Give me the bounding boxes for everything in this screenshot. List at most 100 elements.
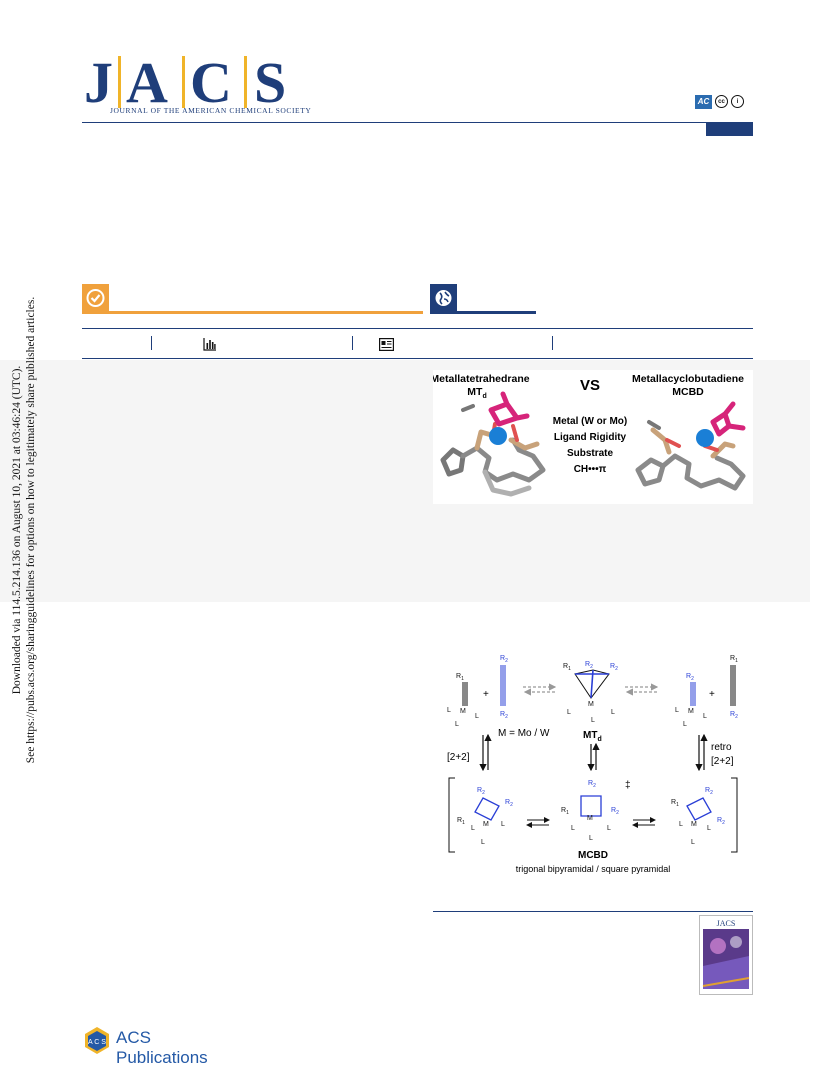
svg-text:R1: R1	[563, 663, 571, 672]
svg-text:L: L	[471, 825, 475, 832]
svg-text:R2: R2	[730, 711, 738, 720]
svg-text:L: L	[607, 825, 611, 832]
bracket-right	[731, 777, 738, 853]
svg-text:R2: R2	[705, 787, 713, 796]
open-access-box[interactable]	[430, 284, 457, 312]
logo-letter-s: S	[254, 50, 287, 115]
metallacyclobutadiene-structure	[635, 401, 746, 491]
header-tab	[706, 123, 753, 136]
svg-text:L: L	[475, 713, 479, 720]
journal-logo: J A C S	[82, 52, 302, 114]
mcbd-label: MCBD	[578, 850, 608, 861]
download-note-line2: See https://pubs.acs.org/sharingguidelin…	[25, 296, 37, 764]
metrics-separator	[352, 336, 353, 350]
svg-text:R1: R1	[671, 799, 679, 808]
metallatetrahedrane-structure	[440, 391, 546, 497]
svg-text:R2: R2	[610, 663, 618, 672]
logo-divider	[182, 56, 185, 108]
svg-text:R2: R2	[588, 780, 596, 789]
logo-letter-j: J	[84, 50, 113, 115]
open-access-rule	[430, 311, 536, 314]
acs-publications-logo[interactable]: A C S ACS Publications	[82, 1025, 242, 1067]
cite-this-box[interactable]	[82, 284, 109, 312]
mtd-label: MTd	[583, 730, 602, 743]
svg-text:R2: R2	[505, 799, 513, 808]
logo-divider	[118, 56, 121, 108]
retro-22-label: [2+2]	[711, 756, 734, 767]
globe-icon	[435, 290, 452, 306]
svg-text:R1: R1	[730, 655, 738, 664]
acs-publications-text: ACS Publications	[116, 1028, 208, 1067]
svg-text:R2: R2	[500, 711, 508, 720]
mcbd-center: R2 R1 R2 M LLL	[561, 780, 619, 842]
metrics-separator	[552, 336, 553, 350]
forward-22-label: [2+2]	[447, 752, 470, 763]
alkyne-right: R1 R2	[730, 655, 738, 720]
svg-text:R2: R2	[477, 787, 485, 796]
article-recommendations-icon[interactable]	[379, 338, 395, 356]
metrics-separator	[151, 336, 152, 350]
metal-atom-icon	[696, 429, 714, 447]
svg-text:L: L	[591, 717, 595, 724]
svg-text:R2: R2	[500, 655, 508, 664]
scheme-bottom-rule	[433, 911, 753, 912]
svg-text:M: M	[587, 815, 593, 822]
svg-text:M: M	[691, 821, 697, 828]
toc-vs: VS	[580, 377, 600, 394]
by-icon[interactable]: i	[731, 95, 744, 108]
bracket-left	[448, 777, 455, 853]
journal-name: JOURNAL OF THE AMERICAN CHEMICAL SOCIETY	[110, 106, 312, 115]
alkyne-left: R2 R2	[500, 655, 508, 720]
scheme-plus: +	[483, 689, 489, 700]
cite-this-rule	[82, 311, 423, 314]
toc-right-sub: MCBD	[672, 386, 704, 398]
toc-graphic: Metallatetrahedrane MTd VS Metallacyclob…	[430, 370, 753, 504]
alkylidyne-complex-left: R1 M LLL	[447, 673, 479, 728]
download-note-line1: Downloaded via 114.5.214.136 on August 1…	[11, 365, 23, 695]
mcbd-left: R2 R2 R1 M LLL	[457, 787, 513, 846]
cc-icon[interactable]: cc	[715, 95, 728, 108]
metrics-top-rule	[82, 328, 753, 329]
logo-letter-a: A	[126, 50, 168, 115]
svg-text:L: L	[455, 721, 459, 728]
metrics-bottom-rule	[82, 358, 753, 359]
geometry-label: trigonal bipyramidal / square pyramidal	[516, 864, 671, 874]
svg-text:R2: R2	[686, 673, 694, 682]
cover-title: JACS	[717, 919, 736, 928]
svg-text:L: L	[501, 821, 505, 828]
svg-text:L: L	[707, 825, 711, 832]
logo-divider	[244, 56, 247, 108]
svg-text:R1: R1	[457, 817, 465, 826]
ac-icon[interactable]: AC	[695, 94, 712, 109]
toc-factor: Substrate	[567, 448, 614, 459]
svg-text:M: M	[483, 821, 489, 828]
mcbd-right: R1 R2 R2 M LLL	[671, 787, 725, 846]
metal-atom-icon	[489, 427, 507, 445]
acs-hexagon-icon: A C S	[85, 1027, 109, 1054]
svg-text:L: L	[589, 835, 593, 842]
check-circle-icon	[86, 289, 105, 307]
svg-text:R2: R2	[585, 661, 593, 670]
svg-text:L: L	[691, 839, 695, 846]
toc-left-title: Metallatetrahedrane	[433, 373, 530, 385]
metrics-chart-icon[interactable]	[203, 338, 217, 356]
license-icons: AC cc i	[695, 94, 744, 109]
svg-text:M: M	[588, 701, 594, 708]
svg-text:L: L	[481, 839, 485, 846]
svg-text:L: L	[683, 721, 687, 728]
alkylidyne-complex-right: R2 M LLL	[675, 673, 707, 728]
svg-text:M: M	[688, 708, 694, 715]
toc-left-sub: MTd	[467, 386, 486, 400]
svg-text:L: L	[675, 707, 679, 714]
scheme-plus: +	[709, 689, 715, 700]
svg-text:M: M	[460, 708, 466, 715]
svg-text:R1: R1	[561, 807, 569, 816]
toc-factor: CH•••π	[574, 464, 607, 475]
toc-right-title: Metallacyclobutadiene	[632, 373, 744, 385]
toc-factor: Ligand Rigidity	[554, 432, 627, 443]
svg-text:R2: R2	[717, 817, 725, 826]
svg-text:L: L	[567, 709, 571, 716]
metallatetrahedrane-scheme: R1 R2 R2 M LLL	[563, 661, 618, 724]
journal-cover-thumbnail[interactable]: JACS	[699, 915, 753, 995]
svg-text:A C S: A C S	[88, 1039, 106, 1046]
